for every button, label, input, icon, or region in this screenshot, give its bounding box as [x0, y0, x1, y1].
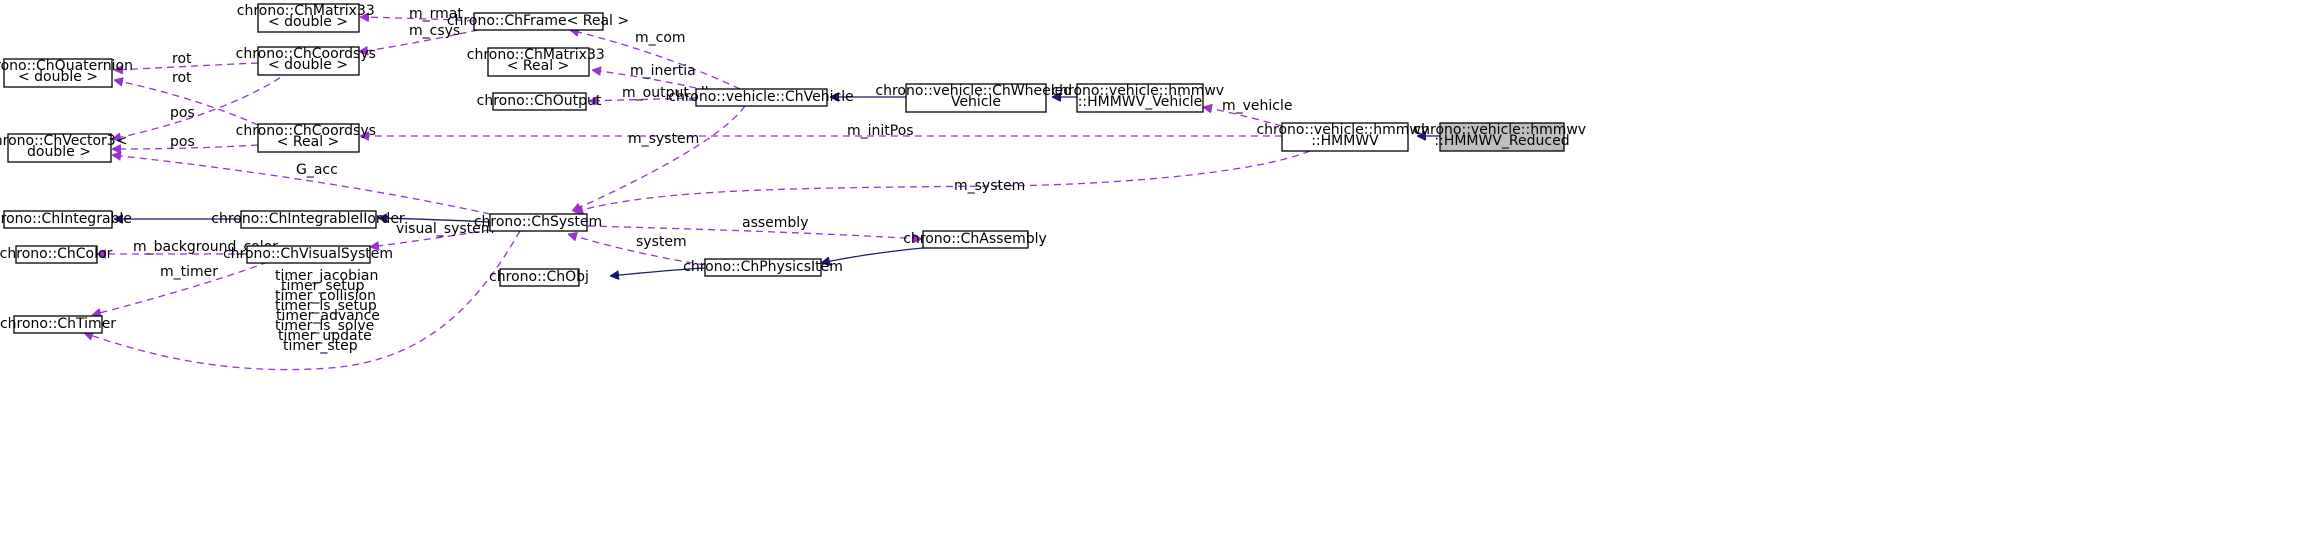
edge-rot-top: rot	[114, 51, 259, 70]
svg-text:chrono::vehicle::hmmwv :: chrono::vehicle::hmmwv ::HMMWV_Reduced	[1413, 122, 1590, 149]
svg-text:chrono::ChOutput: chrono::ChOutput	[477, 93, 602, 109]
svg-text:chrono::vehicle::hmmwv :: chrono::vehicle::hmmwv ::HMMWV_Vehicle	[1051, 83, 1228, 110]
class-node-matrix33-real[interactable]: chrono::ChMatrix33 < Real >	[467, 47, 609, 77]
class-node-color[interactable]: chrono::ChColor	[0, 245, 113, 264]
svg-text:chrono::vehicle::hmmwv :: chrono::vehicle::hmmwv ::HMMWV	[1256, 122, 1433, 149]
svg-text:chrono::ChVisualSystem: chrono::ChVisualSystem	[223, 246, 393, 262]
edge-timers: timer_jacobian timer_setup timer_collisi…	[84, 230, 521, 371]
class-node-vector3[interactable]: chrono::ChVector3< double >	[0, 133, 132, 163]
class-node-hmmwv[interactable]: chrono::vehicle::hmmwv ::HMMWV	[1256, 122, 1433, 152]
edge-g-acc: G_acc	[112, 155, 491, 215]
edge-label-m-rmat: m_rmat	[409, 6, 463, 22]
edge-label-m-vehicle: m_vehicle	[1222, 98, 1293, 114]
class-node-matrix33-double[interactable]: chrono::ChMatrix33 < double >	[237, 3, 379, 33]
edge-m-system-hmmwv: m_system	[574, 150, 1311, 212]
svg-text:chrono::ChMatrix33 < Rea: chrono::ChMatrix33 < Real >	[467, 47, 609, 74]
class-node-obj[interactable]: chrono::ChObj	[489, 268, 589, 287]
svg-text:chrono::vehicle::ChWheeled: chrono::vehicle::ChWheeled Vehicle	[875, 83, 1076, 110]
class-node-system[interactable]: chrono::ChSystem	[474, 213, 602, 232]
svg-text:chrono::ChColor: chrono::ChColor	[0, 246, 113, 262]
edge-label-m-timer: m_timer	[160, 264, 218, 280]
edge-label-m-inertia: m_inertia	[630, 63, 696, 79]
svg-text:chrono::ChSystem: chrono::ChSystem	[474, 214, 602, 230]
edge-visual-system: visual_system	[370, 221, 494, 247]
class-node-wheeled-vehicle[interactable]: chrono::vehicle::ChWheeled Vehicle	[875, 83, 1076, 113]
svg-text:chrono::ChTimer: chrono::ChTimer	[0, 316, 116, 332]
edge-label-m-output-db: m_output_db	[622, 85, 714, 101]
class-node-frame[interactable]: chrono::ChFrame< Real >	[447, 12, 629, 31]
svg-text:chrono::ChVector3< doubl: chrono::ChVector3< double >	[0, 133, 132, 160]
edge-label-assembly: assembly	[742, 215, 808, 231]
edge-m-background-color: m_background_color	[97, 239, 278, 255]
edge-assembly-to-physics-item	[821, 247, 924, 263]
edge-label-m-system-hmmwv: m_system	[954, 178, 1025, 194]
svg-text:chrono::ChPhysicsItem: chrono::ChPhysicsItem	[683, 259, 843, 275]
class-node-integrable[interactable]: chrono::ChIntegrable	[0, 210, 132, 229]
class-node-coordsys-double[interactable]: chrono::ChCoordsys < double >	[236, 46, 381, 76]
edge-label-m-com: m_com	[635, 30, 686, 46]
class-node-visual-system[interactable]: chrono::ChVisualSystem	[223, 245, 393, 264]
class-node-quaternion[interactable]: chrono::ChQuaternion < double >	[0, 58, 137, 88]
edge-m-inertia: m_inertia	[592, 63, 697, 89]
class-node-timer[interactable]: chrono::ChTimer	[0, 315, 116, 334]
svg-text:chrono::ChObj: chrono::ChObj	[489, 269, 589, 285]
edge-label-visual-system: visual_system	[396, 221, 494, 237]
svg-text:chrono::ChCoordsys < dou: chrono::ChCoordsys < double >	[236, 46, 381, 73]
edge-label-pos-bottom: pos	[170, 134, 195, 150]
edge-m-com: m_com	[570, 30, 741, 90]
edge-label-rot-bottom: rot	[172, 70, 192, 86]
edge-pos-bottom: pos	[112, 134, 259, 150]
svg-text:chrono::ChQuaternion < d: chrono::ChQuaternion < double >	[0, 58, 137, 85]
edge-m-system-vehicle: m_system	[572, 105, 746, 211]
svg-text:chrono::ChAssembly: chrono::ChAssembly	[903, 231, 1047, 247]
class-node-vehicle[interactable]: chrono::vehicle::ChVehicle	[668, 88, 854, 107]
edge-m-rmat: m_rmat	[360, 6, 475, 22]
svg-text:chrono::ChFrame< Real >: chrono::ChFrame< Real >	[447, 13, 629, 29]
svg-text:chrono::ChCoordsys < Rea: chrono::ChCoordsys < Real >	[236, 123, 381, 150]
edge-physics-item-to-obj	[610, 267, 706, 276]
edge-label-g-acc: G_acc	[296, 162, 338, 178]
edge-system-to-integrable-iorder	[378, 218, 491, 222]
class-node-assembly[interactable]: chrono::ChAssembly	[903, 230, 1047, 249]
class-node-hmmwv-reduced: chrono::vehicle::hmmwv ::HMMWV_Reduced	[1413, 122, 1590, 152]
edge-label-m-initpos: m_initPos	[847, 123, 914, 139]
class-node-coordsys-real[interactable]: chrono::ChCoordsys < Real >	[236, 123, 381, 153]
edge-assembly: assembly	[587, 215, 922, 239]
svg-text:chrono::ChMatrix33 < dou: chrono::ChMatrix33 < double >	[237, 3, 379, 30]
edge-pos-top: pos	[112, 70, 291, 139]
edge-label-pos-top: pos	[170, 105, 195, 121]
edge-m-csys: m_csys	[359, 23, 479, 52]
edge-m-output-db: m_output_db	[589, 85, 714, 101]
edge-label-system: system	[636, 234, 687, 250]
edge-rot-bottom: rot	[114, 70, 259, 126]
edge-system: system	[568, 234, 706, 266]
edge-label-rot-top: rot	[172, 51, 192, 67]
class-node-integrable-iorder[interactable]: chrono::ChIntegrableIIorder	[211, 210, 405, 229]
svg-text:chrono::ChIntegrable: chrono::ChIntegrable	[0, 211, 132, 227]
class-node-hmmwv-vehicle[interactable]: chrono::vehicle::hmmwv ::HMMWV_Vehicle	[1051, 83, 1228, 113]
svg-text:chrono::ChIntegrableIIorder: chrono::ChIntegrableIIorder	[211, 211, 405, 227]
edge-label-m-background-color: m_background_color	[133, 239, 278, 255]
edge-m-timer: m_timer	[92, 261, 269, 315]
class-node-physics-item[interactable]: chrono::ChPhysicsItem	[683, 258, 843, 277]
edge-m-initpos: m_initPos	[360, 123, 1282, 139]
svg-text:chrono::vehicle::ChVehicle: chrono::vehicle::ChVehicle	[668, 89, 853, 105]
edge-label-m-system-vehicle: m_system	[628, 131, 699, 147]
class-node-output[interactable]: chrono::ChOutput	[477, 92, 602, 111]
edge-m-vehicle: m_vehicle	[1203, 98, 1293, 127]
edge-label-m-csys: m_csys	[409, 23, 460, 39]
edge-label-timers: timer_jacobian timer_setup timer_collisi…	[275, 268, 384, 354]
